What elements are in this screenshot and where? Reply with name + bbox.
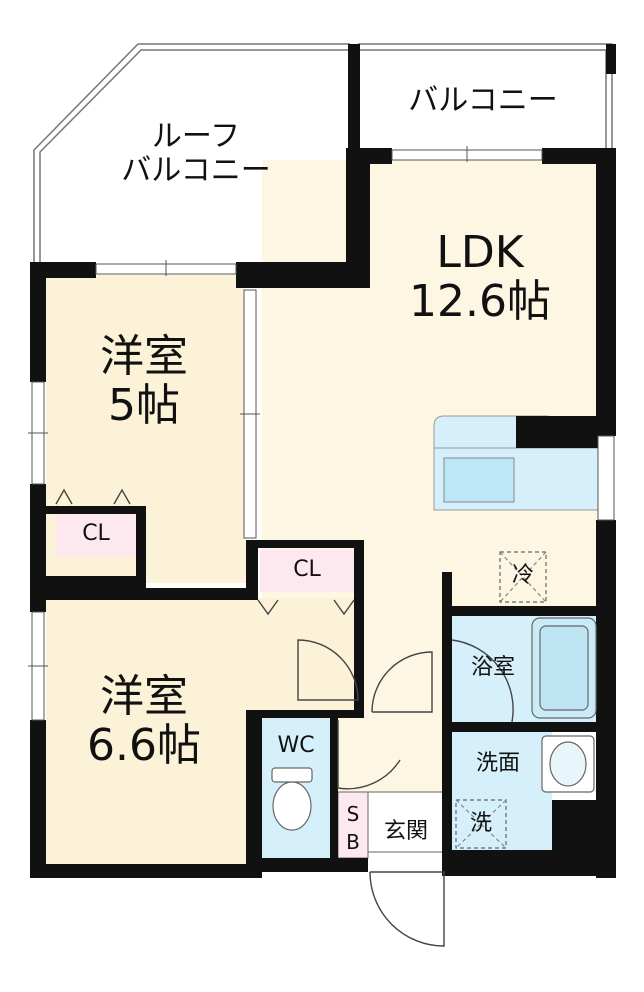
washroom-floor xyxy=(452,732,552,850)
wall-kitchen-corner xyxy=(516,416,600,448)
wall-roof-top-right xyxy=(606,44,616,74)
bathtub-inner xyxy=(539,625,589,711)
entrance-label: 玄関 xyxy=(383,819,428,844)
washer-box xyxy=(455,799,507,849)
closet1-label: CL xyxy=(82,521,110,546)
wall-wc-right xyxy=(330,718,338,862)
wall-bath-left xyxy=(442,572,452,858)
balcony-label: バルコニー xyxy=(408,83,558,118)
wall-left-upper xyxy=(30,262,46,382)
wall-bath-top xyxy=(442,606,616,616)
wall-mid-horizontal xyxy=(46,576,146,600)
wall-ldk-right xyxy=(596,148,616,436)
western1-line1: 洋室 xyxy=(100,331,188,382)
wall-top-left xyxy=(30,262,96,278)
wall-bottom-right xyxy=(442,850,616,876)
wall-bottom-left xyxy=(30,864,258,878)
ldk-label: LDK 12.6帖 xyxy=(380,228,580,327)
door-entrance xyxy=(369,871,445,947)
door-w2 xyxy=(297,639,359,701)
roof-balcony-outline xyxy=(33,43,350,262)
wall-w2-right xyxy=(246,710,262,878)
western2-line2: 6.6帖 xyxy=(87,720,201,772)
toilet-tank xyxy=(271,767,313,783)
western1-line2: 5帖 xyxy=(108,380,180,432)
wall-mid-horizontal-2 xyxy=(146,588,258,600)
closet1-floor xyxy=(56,513,136,557)
washroom-label: 洗面 xyxy=(475,751,520,776)
wall-closet2-top xyxy=(246,540,358,548)
vanity-basin xyxy=(549,741,587,787)
bath-label: 浴室 xyxy=(470,655,515,680)
kitchen-sink xyxy=(443,457,515,503)
western2-floor xyxy=(46,598,246,866)
shoebox-floor xyxy=(337,791,369,859)
wall-balcony-divider xyxy=(348,44,360,154)
washer-label: 洗 xyxy=(469,811,492,836)
shoebox-line2: B xyxy=(346,830,360,854)
closet2-label: CL xyxy=(293,557,321,582)
window-right xyxy=(597,435,615,521)
floors xyxy=(46,160,607,866)
wall-closet2-left xyxy=(246,540,258,600)
wall-bath-bottom xyxy=(442,722,616,732)
roof-balcony-label: ルーフ バルコニー xyxy=(108,120,284,187)
western2-floor-ext xyxy=(246,598,358,710)
wall-wc-top xyxy=(246,710,364,718)
wall-closet2-right xyxy=(354,540,364,710)
toilet-bowl xyxy=(272,781,312,831)
western2-label: 洋室 6.6帖 xyxy=(54,672,234,771)
closet2-floor xyxy=(260,550,354,592)
roof-balcony-line1: ルーフ xyxy=(151,119,241,154)
door-closet2-a xyxy=(257,599,279,616)
shoebox-line1: S xyxy=(346,802,360,826)
door-wc xyxy=(337,720,401,790)
wall-closet1-right xyxy=(136,506,146,576)
ldk-line1: LDK xyxy=(436,227,524,278)
western1-label: 洋室 5帖 xyxy=(64,332,224,431)
door-closet1-a xyxy=(55,488,73,505)
roof-balcony-line2: バルコニー xyxy=(121,152,271,188)
fridge-box xyxy=(499,551,547,603)
wall-top-mid xyxy=(236,262,370,288)
walls xyxy=(30,44,616,878)
roof-balcony-outline-inner xyxy=(39,49,350,262)
western2-line1: 洋室 xyxy=(100,671,188,722)
door-closet2-b xyxy=(333,599,355,616)
door-ldk xyxy=(371,651,433,713)
fixtures xyxy=(271,551,597,849)
shoebox-label: S B xyxy=(338,800,368,856)
door-bath xyxy=(451,639,514,723)
door-closet1-b xyxy=(113,488,131,505)
windows xyxy=(28,146,615,721)
wc-label: WC xyxy=(277,733,315,758)
wall-bottom-wc xyxy=(246,858,368,872)
wall-closet1 xyxy=(46,506,144,514)
wall-left-lower xyxy=(30,720,46,876)
doors xyxy=(55,488,514,947)
fridge-label: 冷 xyxy=(511,563,534,588)
ldk-line2: 12.6帖 xyxy=(409,276,551,328)
wall-left-mid xyxy=(30,484,46,612)
